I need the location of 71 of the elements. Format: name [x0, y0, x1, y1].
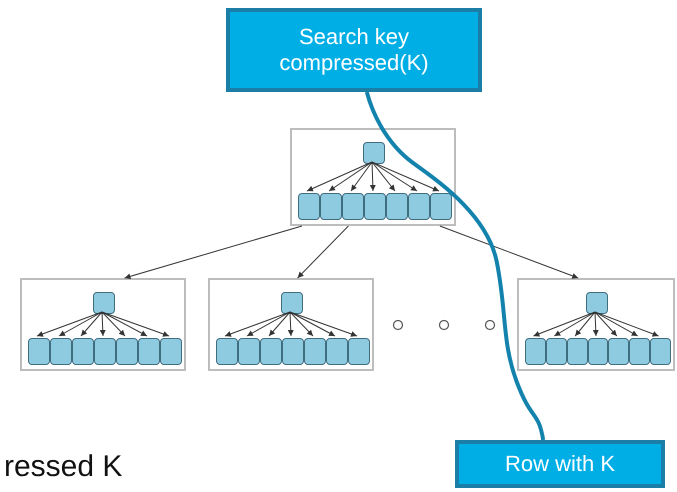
key-cell	[216, 338, 238, 365]
arrow	[100, 312, 106, 336]
arrow	[102, 312, 170, 337]
key-cell	[116, 338, 138, 365]
body-text: ressed K	[4, 450, 122, 484]
page-box	[290, 128, 456, 226]
key-cell	[608, 338, 630, 365]
page-box	[208, 278, 374, 371]
arrow	[532, 312, 596, 337]
page-box	[20, 278, 186, 371]
arrow	[372, 162, 418, 192]
callout-box: Search key compressed(K)	[226, 8, 482, 92]
key-cell	[430, 193, 452, 220]
key-cell	[566, 338, 588, 365]
arrow	[372, 162, 440, 192]
arrow	[372, 162, 396, 192]
key-cell	[94, 338, 116, 365]
key-cell	[650, 338, 671, 365]
arrow	[297, 226, 349, 278]
key-cell	[386, 193, 408, 220]
key-cell	[326, 338, 348, 365]
arrow	[224, 312, 290, 337]
key-cell	[320, 193, 342, 220]
key-cell	[304, 338, 326, 365]
arrow	[290, 312, 314, 336]
search-path-curve	[364, 91, 546, 440]
key-cell	[408, 193, 430, 220]
arrow	[246, 312, 290, 336]
key-cell	[160, 338, 182, 365]
key-cell	[298, 193, 320, 220]
callout-box: Row with K	[455, 440, 665, 488]
arrow	[290, 312, 336, 336]
arrow	[36, 312, 102, 337]
root-node-square	[586, 292, 608, 314]
arrow	[268, 312, 290, 336]
arrow	[124, 226, 302, 280]
key-cell	[28, 338, 50, 365]
key-cell	[138, 338, 160, 365]
key-cell	[50, 338, 72, 365]
arrow	[592, 312, 599, 336]
arrow	[554, 312, 596, 336]
key-cell	[546, 338, 567, 365]
arrow	[594, 312, 618, 336]
arrow	[102, 312, 126, 336]
arrow	[290, 312, 358, 337]
arrow	[594, 312, 660, 337]
key-cell	[260, 338, 282, 365]
root-node-square	[93, 292, 115, 314]
key-cell	[629, 338, 650, 365]
key-cell	[364, 193, 386, 220]
key-cell	[588, 338, 608, 365]
root-node-square	[363, 142, 385, 164]
arrow	[80, 312, 102, 336]
key-cell	[72, 338, 94, 365]
root-node-square	[281, 292, 303, 314]
key-cell	[348, 338, 370, 365]
page-box	[517, 278, 675, 371]
arrow	[439, 226, 579, 279]
arrow	[370, 162, 376, 192]
key-cell	[342, 193, 364, 220]
arrow	[574, 312, 596, 336]
arrow	[350, 162, 372, 192]
arrow	[288, 312, 294, 336]
arrow	[594, 312, 638, 336]
arrow	[328, 162, 372, 192]
key-cell	[238, 338, 260, 365]
key-cell	[282, 338, 304, 365]
arrow	[102, 312, 148, 336]
key-cell	[525, 338, 546, 365]
arrow	[306, 162, 372, 192]
arrow	[58, 312, 102, 336]
